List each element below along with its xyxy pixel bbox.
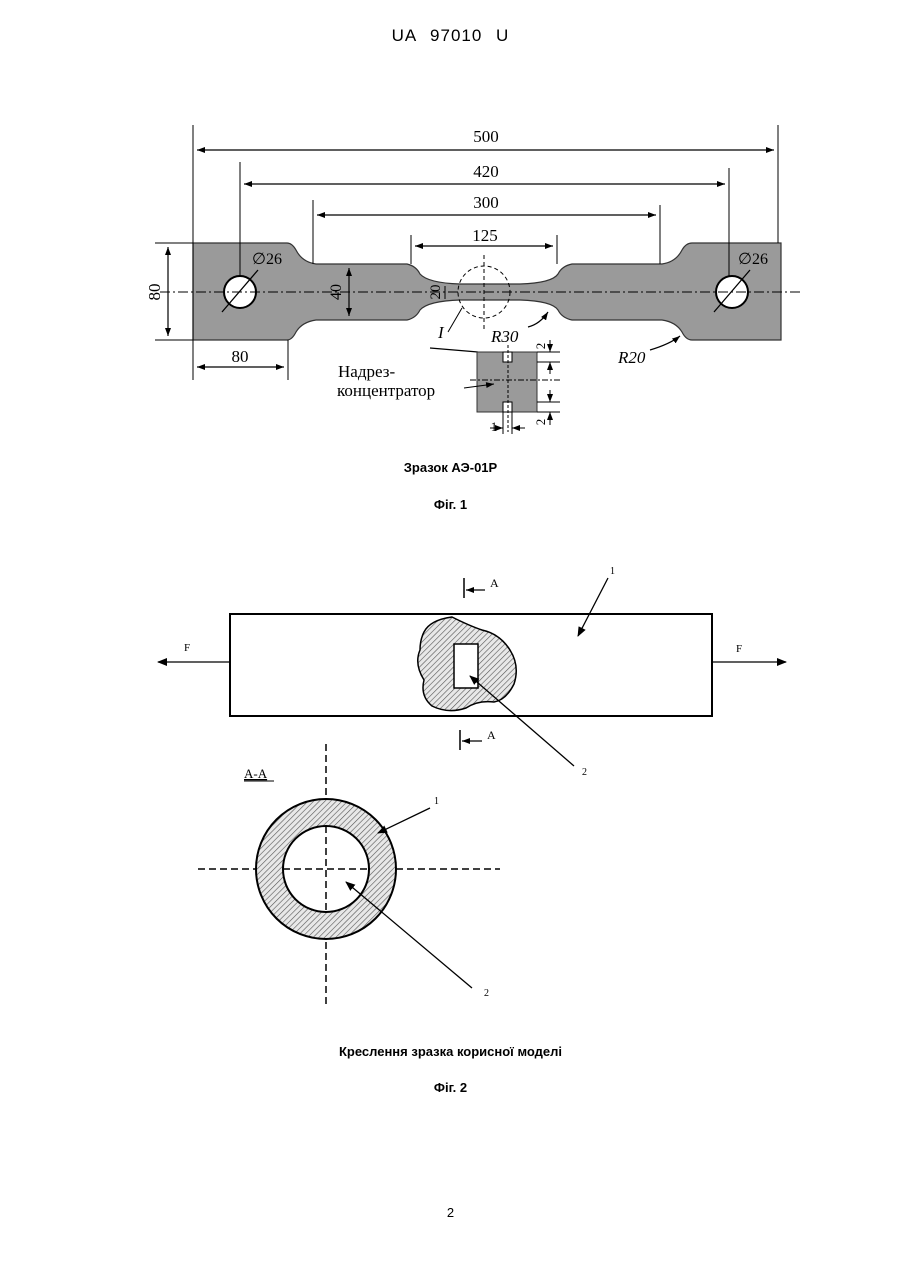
- inner-cavity: [454, 644, 478, 688]
- figure1-label: Фіг. 1: [0, 497, 901, 512]
- dim-neck-width: 20: [428, 285, 444, 300]
- notch-label-line2: концентратор: [337, 381, 435, 400]
- dim-radius-neck: R30: [490, 327, 519, 346]
- dim-grip-length: 80: [232, 347, 249, 366]
- force-right-label: F: [736, 643, 742, 655]
- dim-hole-diameter-right: ∅26: [738, 251, 768, 268]
- figure1-caption: Зразок АЭ-01Р: [0, 460, 901, 475]
- section-title: А-А: [244, 766, 268, 781]
- callout-2-plate: 2: [582, 767, 587, 778]
- dim-neck-length: 125: [472, 226, 498, 245]
- callout-1-plate: 1: [610, 566, 615, 577]
- figure2-caption: Креслення зразка корисної моделі: [0, 1044, 901, 1059]
- callout-1-section: 1: [434, 796, 439, 807]
- dim-gauge-width: 40: [328, 284, 345, 300]
- notch-dim-side: 1: [491, 419, 498, 434]
- dim-hole-spacing: 420: [473, 162, 499, 181]
- section-mark-top: A: [490, 576, 499, 590]
- figure2-label: Фіг. 2: [0, 1080, 901, 1095]
- detail-marker: I: [437, 323, 445, 342]
- notch-dim-top: 2: [533, 343, 548, 350]
- figure1-specimen-drawing: 500 420 300 125 80 40 20 80 ∅26 ∅26 R30 …: [145, 125, 800, 434]
- force-left-label: F: [184, 642, 190, 654]
- dim-grip-width: 80: [145, 284, 164, 301]
- section-mark-bottom: A: [487, 728, 496, 742]
- figure2-model-drawing: A A F F 1 2 А-А 1 2: [158, 566, 786, 1005]
- callout-2-section: 2: [484, 988, 489, 999]
- dim-total-length: 500: [473, 127, 499, 146]
- dim-hole-diameter-left: ∅26: [252, 251, 282, 268]
- dim-gauge-length: 300: [473, 193, 499, 212]
- notch-label-line1: Надрез-: [338, 362, 395, 381]
- page-number: 2: [0, 1205, 901, 1220]
- dim-radius-shoulder: R20: [617, 348, 646, 367]
- notch-dim-bottom: 2: [533, 419, 548, 426]
